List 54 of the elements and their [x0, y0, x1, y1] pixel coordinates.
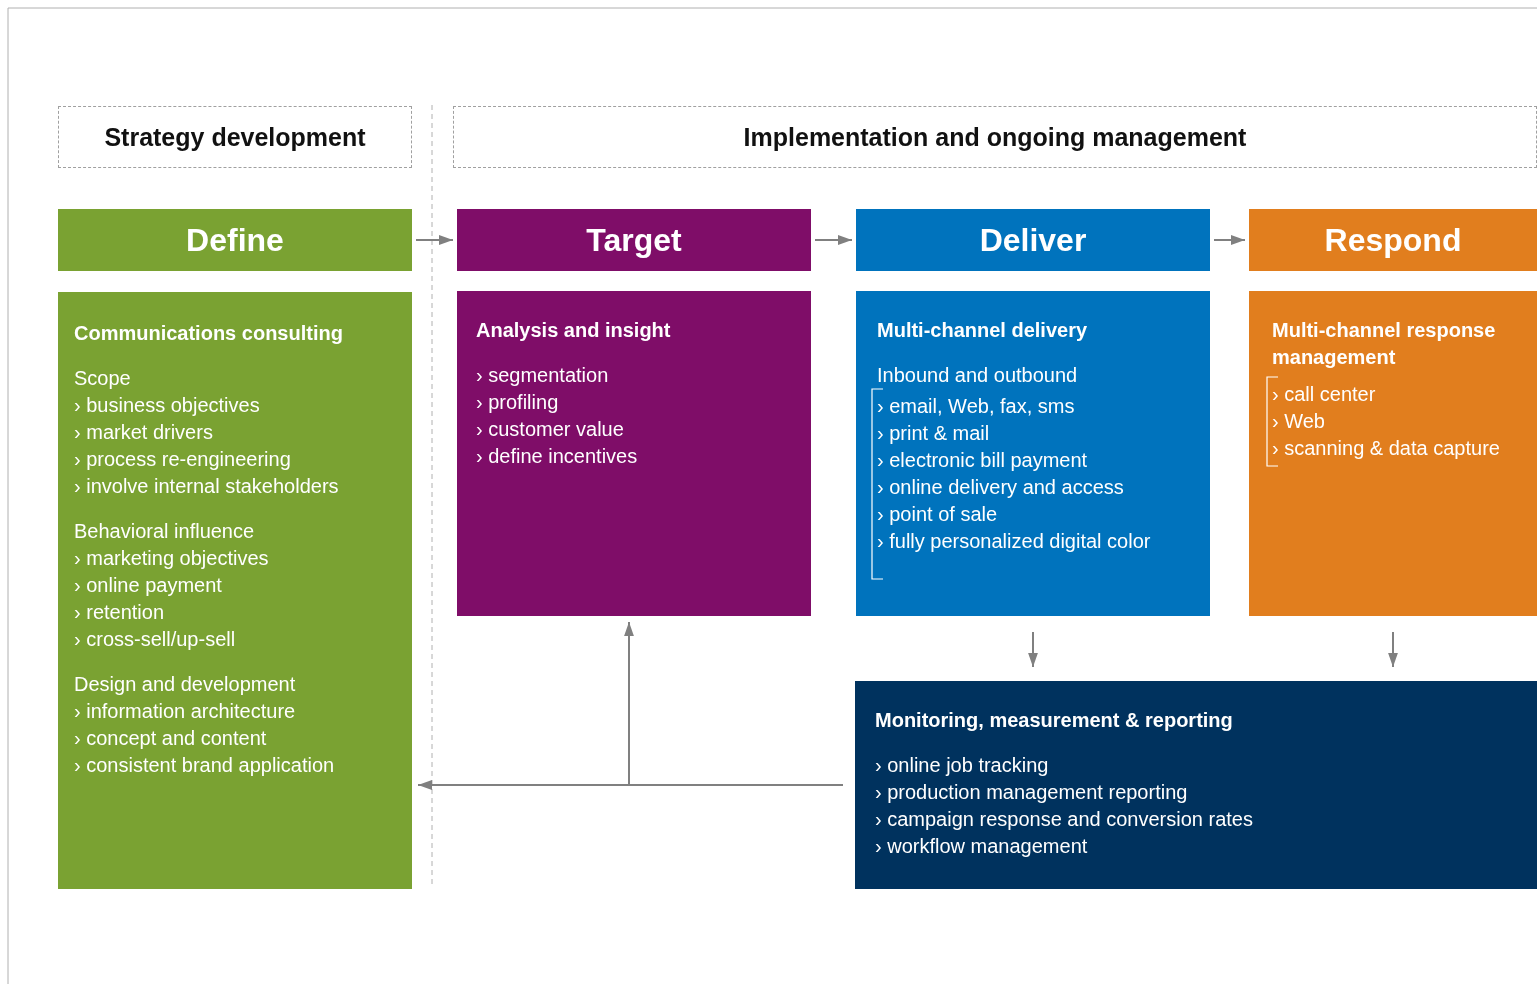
list-item: › production management reporting — [875, 780, 1188, 805]
list-item: › electronic bill payment — [877, 448, 1088, 473]
list-item: › market drivers — [74, 420, 213, 445]
panel-heading: Analysis and insight — [476, 318, 671, 343]
stage-header: Respond — [1249, 209, 1537, 271]
stage-panel — [856, 291, 1210, 616]
list-item: › call center — [1272, 382, 1376, 407]
list-item: › online delivery and access — [877, 475, 1124, 500]
arrow — [1388, 631, 1398, 668]
list-item: › profiling — [476, 390, 559, 415]
list-item: › cross-sell/up-sell — [74, 627, 236, 652]
subheading: Scope — [74, 366, 131, 391]
list-item: › scanning & data capture — [1272, 436, 1500, 461]
list-item: › consistent brand application — [74, 753, 335, 778]
list-item: › process re-engineering — [74, 447, 291, 472]
stage-panel — [58, 292, 412, 889]
arrow — [814, 235, 853, 245]
list-item: › marketing objectives — [74, 546, 269, 571]
arrow — [624, 621, 844, 786]
subheading: Design and development — [74, 672, 296, 697]
panel-heading: Monitoring, measurement & reporting — [875, 708, 1233, 733]
stage-panel — [1249, 291, 1537, 616]
list-item: › point of sale — [877, 502, 998, 527]
panel-heading: Multi-channel response management — [1272, 318, 1497, 370]
panel-heading: Communications consulting — [74, 321, 343, 346]
list-item: › fully personalized digital color — [877, 529, 1151, 554]
subheading: Inbound and outbound — [877, 363, 1078, 388]
stage-header: Deliver — [856, 209, 1210, 271]
list-item: › segmentation — [476, 363, 609, 388]
panel-heading: Multi-channel delivery — [877, 318, 1088, 343]
stage-panel — [457, 291, 811, 616]
list-item: › customer value — [476, 417, 624, 442]
phase-label: Implementation and ongoing management — [453, 106, 1537, 168]
stage-panel — [855, 681, 1537, 889]
list-item: › define incentives — [476, 444, 638, 469]
list-item: › online payment — [74, 573, 222, 598]
list-item: › retention — [74, 600, 165, 625]
list-item: › information architecture — [74, 699, 296, 724]
list-item: › print & mail — [877, 421, 990, 446]
arrow — [415, 235, 454, 245]
stage-header: Target — [457, 209, 811, 271]
phase-label: Strategy development — [58, 106, 412, 168]
list-item: › business objectives — [74, 393, 260, 418]
subheading: Behavioral influence — [74, 519, 255, 544]
arrow — [1213, 235, 1246, 245]
arrow — [1028, 631, 1038, 668]
list-item: › online job tracking — [875, 753, 1049, 778]
list-item: › workflow management — [875, 834, 1088, 859]
stage-header: Define — [58, 209, 412, 271]
list-item: › involve internal stakeholders — [74, 474, 339, 499]
list-item: › Web — [1272, 409, 1325, 434]
list-item: › campaign response and conversion rates — [875, 807, 1253, 832]
list-item: › email, Web, fax, sms — [877, 394, 1075, 419]
list-item: › concept and content — [74, 726, 267, 751]
